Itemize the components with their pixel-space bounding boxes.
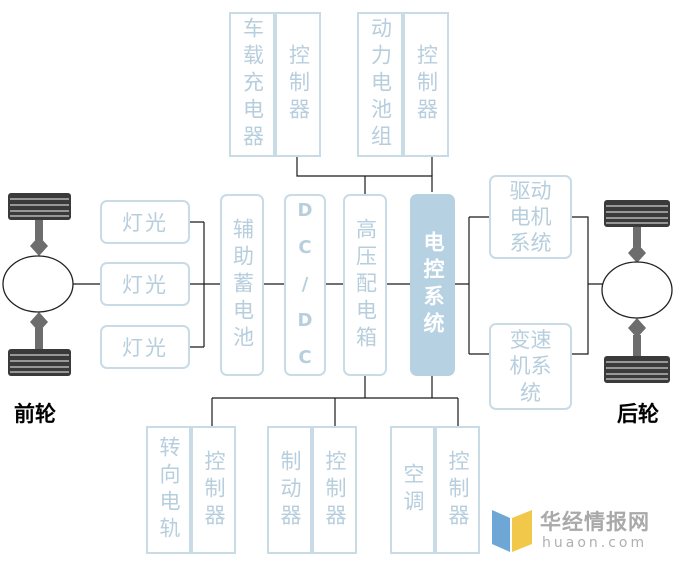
drive-motor-box: 驱动 电机 系统 (489, 175, 572, 259)
hv-distribution-box: 高压配电箱 (343, 194, 387, 376)
ecu-branch (455, 216, 489, 355)
light-box-1: 灯光 (100, 200, 190, 244)
watermark-domain: huaon.com (542, 535, 648, 551)
aux-battery-box: 辅助蓄电池 (220, 194, 264, 376)
rear-wheel-icon (601, 200, 673, 383)
rear-branch (572, 216, 604, 355)
ecu-box: 电控系统 (410, 194, 455, 376)
battery-controller-box: 控制器 (403, 12, 449, 157)
light-bus (190, 221, 205, 348)
air-con-controller-box: 控制器 (435, 426, 480, 554)
front-wheel-label: 前轮 (14, 401, 56, 426)
front-wheel-icon (2, 193, 74, 376)
rear-wheel-label: 后轮 (617, 401, 659, 426)
transmission-box: 变速 机系 统 (489, 323, 572, 410)
air-con-box: 空调 (390, 426, 435, 554)
light-box-3: 灯光 (100, 325, 190, 369)
battery-pack-box: 动力电池组 (357, 12, 403, 157)
dcdc-box: D C / D C (284, 194, 326, 376)
watermark-brand: 华经情报网 (540, 510, 650, 534)
brake-box: 制动器 (267, 426, 312, 554)
bottom-bus (211, 376, 459, 426)
onboard-charger-box: 车载充电器 (229, 12, 275, 157)
watermark-logo-icon (492, 510, 532, 552)
charger-controller-box: 控制器 (275, 12, 321, 157)
steering-controller-box: 控制器 (191, 426, 236, 554)
light-box-2: 灯光 (100, 262, 190, 306)
brake-controller-box: 控制器 (312, 426, 357, 554)
steering-rail-box: 转向电轨 (146, 426, 191, 554)
